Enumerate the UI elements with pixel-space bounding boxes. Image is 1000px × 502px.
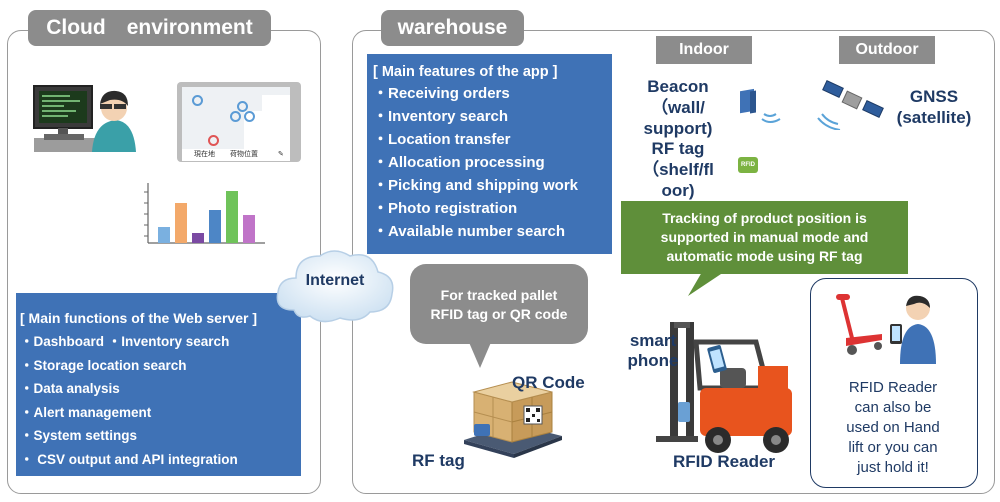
analysis-bar-chart (144, 183, 265, 244)
rfid-reader-label: RFID Reader (673, 452, 776, 471)
map-tool-icon: ✎ (278, 151, 284, 158)
map-legend-cargo: 荷物位置 (230, 151, 258, 158)
rfid-tag-icon: RFID (738, 157, 758, 173)
chart-bar (192, 233, 204, 243)
list-item: ・Allocation processing (373, 154, 545, 171)
hand-lift-text: RFID Reader can also be used on Hand lif… (846, 379, 940, 476)
app-features-list: ・Receiving orders ・Inventory search ・Loc… (373, 82, 612, 243)
pallet-boxes-illustration (464, 381, 562, 458)
list-item: ・Receiving orders (373, 85, 510, 102)
cloud-environment-tab: Cloud environment (28, 10, 271, 46)
list-item: ・System settings (20, 428, 138, 443)
web-server-functions-box: [ Main functions of the Web server ] ・Da… (16, 293, 301, 476)
chart-bar (226, 191, 238, 243)
satellite-icon (817, 80, 884, 130)
list-item: ・Storage location search (20, 357, 187, 373)
location-map-screen: 現在地 荷物位置 ✎ (177, 82, 301, 162)
pallet-bubble-pointer (468, 340, 492, 368)
chart-bar (243, 215, 255, 243)
web-server-functions-header: [ Main functions of the Web server ] (20, 310, 257, 326)
hand-lift-callout (810, 278, 978, 488)
list-item: ・Photo registration (373, 200, 518, 217)
list-item: ・Data analysis (20, 381, 120, 396)
list-item: ・Alert management (20, 404, 152, 420)
list-item: ・Dashboard ・Inventory search (20, 334, 230, 349)
list-item: ・Location transfer (373, 131, 511, 148)
indoor-label: Indoor (656, 36, 752, 64)
chart-bar (209, 210, 221, 243)
programmer-illustration (33, 85, 136, 152)
rf-tag-label: RF tag (412, 451, 465, 470)
list-item: ・Available number search (373, 223, 566, 240)
rf-tag-shelf-label: RF tag （shelf/fl oor) (642, 139, 714, 200)
web-server-functions-list: ・Dashboard ・Inventory search ・Storage lo… (20, 330, 301, 471)
list-item: ・ CSV output and API integration (20, 451, 238, 467)
list-item: ・Inventory search (373, 108, 509, 125)
hand-lift-illustration (836, 294, 936, 364)
app-features-box: [ Main features of the app ] ・Receiving … (367, 54, 612, 254)
qr-code-label: QR Code (512, 373, 585, 392)
tracking-callout-pointer (688, 272, 724, 296)
forklift-illustration (656, 322, 792, 453)
beacon-icon (740, 88, 781, 123)
internet-label: Internet (305, 272, 365, 289)
warehouse-tab: warehouse (381, 10, 524, 46)
smartphone-label: smart phone (627, 331, 679, 370)
pallet-tracking-bubble: For tracked pallet RFID tag or QR code (410, 264, 588, 344)
beacon-label: Beacon （wall/ support) (643, 77, 713, 138)
gnss-label: GNSS (satellite) (896, 87, 972, 127)
outdoor-label: Outdoor (839, 36, 935, 64)
tracking-mode-callout: Tracking of product position is supporte… (621, 201, 908, 274)
chart-bar (158, 227, 170, 243)
chart-bar (175, 203, 187, 243)
internet-cloud-icon (276, 250, 394, 323)
list-item: ・Picking and shipping work (373, 177, 579, 194)
map-legend-current: 現在地 (194, 151, 215, 158)
app-features-header: [ Main features of the app ] (373, 64, 558, 80)
